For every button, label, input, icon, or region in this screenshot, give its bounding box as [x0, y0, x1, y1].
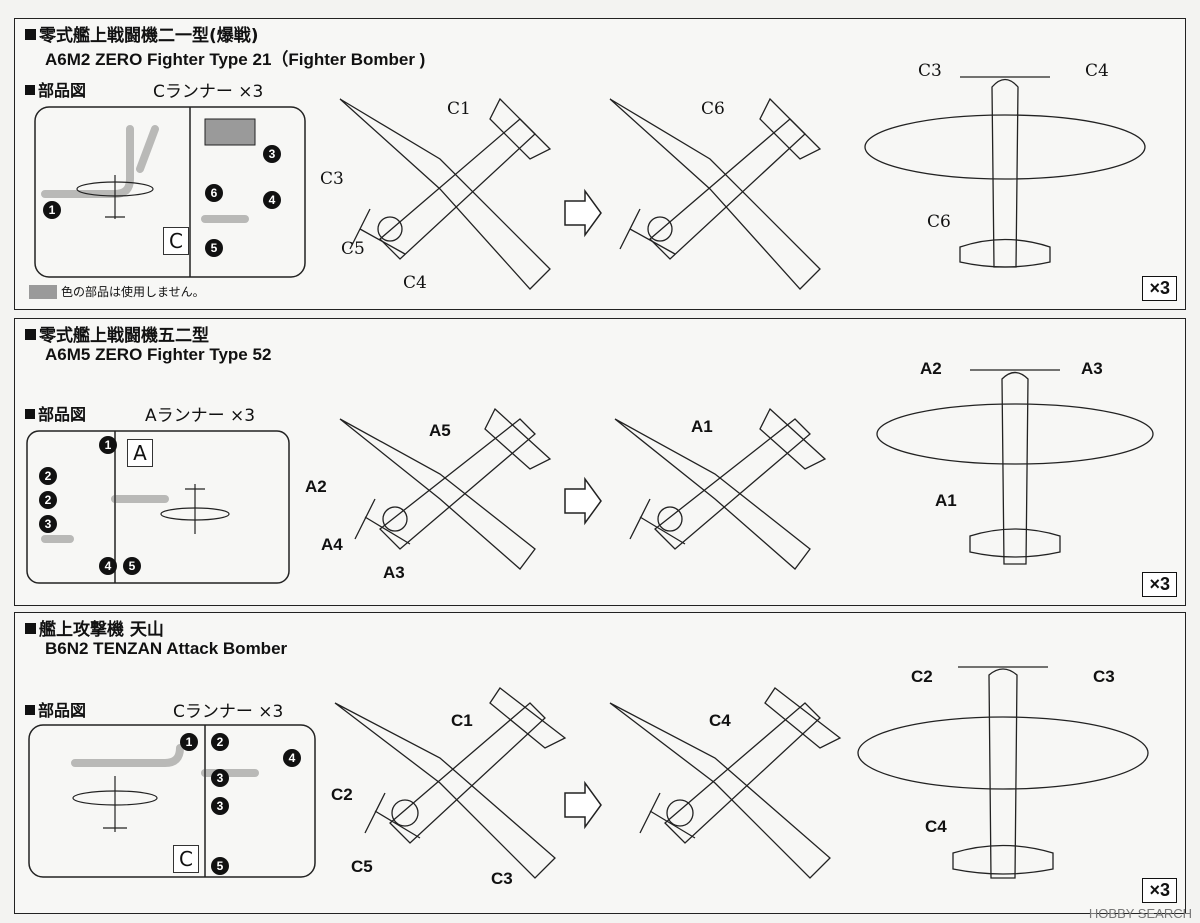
- assembly-step-2: [614, 407, 827, 570]
- runner-letter: C: [173, 845, 199, 873]
- part-callout: C3: [320, 169, 344, 189]
- part-number: 1: [180, 733, 198, 751]
- part-number: 5: [211, 857, 229, 875]
- part-callout: C4: [709, 711, 731, 730]
- section-b6n2: 艦上攻撃機 天山 B6N2 TENZAN Attack Bomber 部品図 C…: [14, 612, 1186, 914]
- runner-diagram: [26, 430, 290, 584]
- part-callout: C2: [911, 667, 933, 686]
- part-callout: C4: [403, 273, 427, 293]
- runner-letter: A: [127, 439, 153, 467]
- section-title-jp: 艦上攻撃機 天山: [25, 615, 164, 640]
- part-number: 2: [39, 491, 57, 509]
- part-callout: C2: [331, 785, 353, 804]
- runner-label: Cランナー ×3: [153, 82, 264, 102]
- section-title-en: A6M2 ZERO Fighter Type 21（Fighter Bomber…: [45, 50, 426, 69]
- quantity-badge: ×3: [1142, 572, 1177, 597]
- part-number: 5: [205, 239, 223, 257]
- runner-letter: C: [163, 227, 189, 255]
- runner-diagram: [34, 106, 306, 278]
- parts-diagram-label: 部品図: [25, 77, 86, 101]
- section-title-jp: 零式艦上戦闘機五二型: [25, 321, 209, 346]
- part-callout: A2: [920, 359, 942, 378]
- runner-label: Cランナー ×3: [173, 702, 284, 722]
- assembly-step-1: [339, 407, 552, 570]
- part-callout: A3: [1081, 359, 1103, 378]
- part-number: 3: [39, 515, 57, 533]
- part-callout: A5: [429, 421, 451, 440]
- part-callout: C6: [927, 212, 951, 232]
- watermark: HOBBY SEARCH: [1088, 906, 1192, 921]
- next-step-arrow-icon: [564, 188, 602, 238]
- part-callout: A2: [305, 477, 327, 496]
- assembly-step-1: [339, 97, 552, 290]
- part-callout: A4: [321, 535, 343, 554]
- gray-swatch: [29, 285, 57, 299]
- section-a6m5: 零式艦上戦闘機五二型 A6M5 ZERO Fighter Type 52 部品図…: [14, 318, 1186, 606]
- parts-diagram-label: 部品図: [25, 401, 86, 425]
- part-callout: C5: [341, 239, 365, 259]
- part-number: 3: [211, 769, 229, 787]
- next-step-arrow-icon: [564, 780, 602, 830]
- part-number: 2: [39, 467, 57, 485]
- next-step-arrow-icon: [564, 476, 602, 526]
- part-callout: C3: [491, 869, 513, 888]
- part-number: 1: [99, 436, 117, 454]
- assembly-step-3-top-view: [857, 666, 1149, 879]
- part-number: 6: [205, 184, 223, 202]
- part-callout: C5: [351, 857, 373, 876]
- unused-parts-note: 色の部品は使用しません。: [29, 283, 205, 300]
- part-number: 3: [263, 145, 281, 163]
- part-callout: C1: [447, 99, 471, 119]
- parts-diagram-label: 部品図: [25, 697, 86, 721]
- part-callout: C3: [1093, 667, 1115, 686]
- quantity-badge: ×3: [1142, 276, 1177, 301]
- part-number: 2: [211, 733, 229, 751]
- part-callout: C4: [925, 817, 947, 836]
- assembly-step-1: [334, 687, 567, 879]
- section-a6m2: 零式艦上戦闘機二一型(爆戦) A6M2 ZERO Fighter Type 21…: [14, 18, 1186, 310]
- part-callout: C4: [1085, 61, 1109, 81]
- assembly-step-2: [609, 687, 842, 879]
- section-title-jp: 零式艦上戦闘機二一型(爆戦): [25, 21, 259, 46]
- part-callout: C6: [701, 99, 725, 119]
- part-callout: C3: [918, 61, 942, 81]
- part-number: 1: [43, 201, 61, 219]
- part-callout: A3: [383, 563, 405, 582]
- part-number: 3: [211, 797, 229, 815]
- assembly-step-3-top-view: [864, 76, 1146, 268]
- assembly-step-3-top-view: [876, 369, 1154, 565]
- section-title-en: B6N2 TENZAN Attack Bomber: [45, 639, 288, 658]
- part-number: 4: [263, 191, 281, 209]
- part-number: 4: [99, 557, 117, 575]
- part-callout: A1: [691, 417, 713, 436]
- part-callout: A1: [935, 491, 957, 510]
- part-number: 5: [123, 557, 141, 575]
- runner-label: Aランナー ×3: [145, 406, 256, 426]
- part-callout: C1: [451, 711, 473, 730]
- assembly-step-2: [609, 97, 822, 290]
- part-number: 4: [283, 749, 301, 767]
- section-title-en: A6M5 ZERO Fighter Type 52: [45, 345, 272, 364]
- runner-diagram: [28, 724, 316, 878]
- quantity-badge: ×3: [1142, 878, 1177, 903]
